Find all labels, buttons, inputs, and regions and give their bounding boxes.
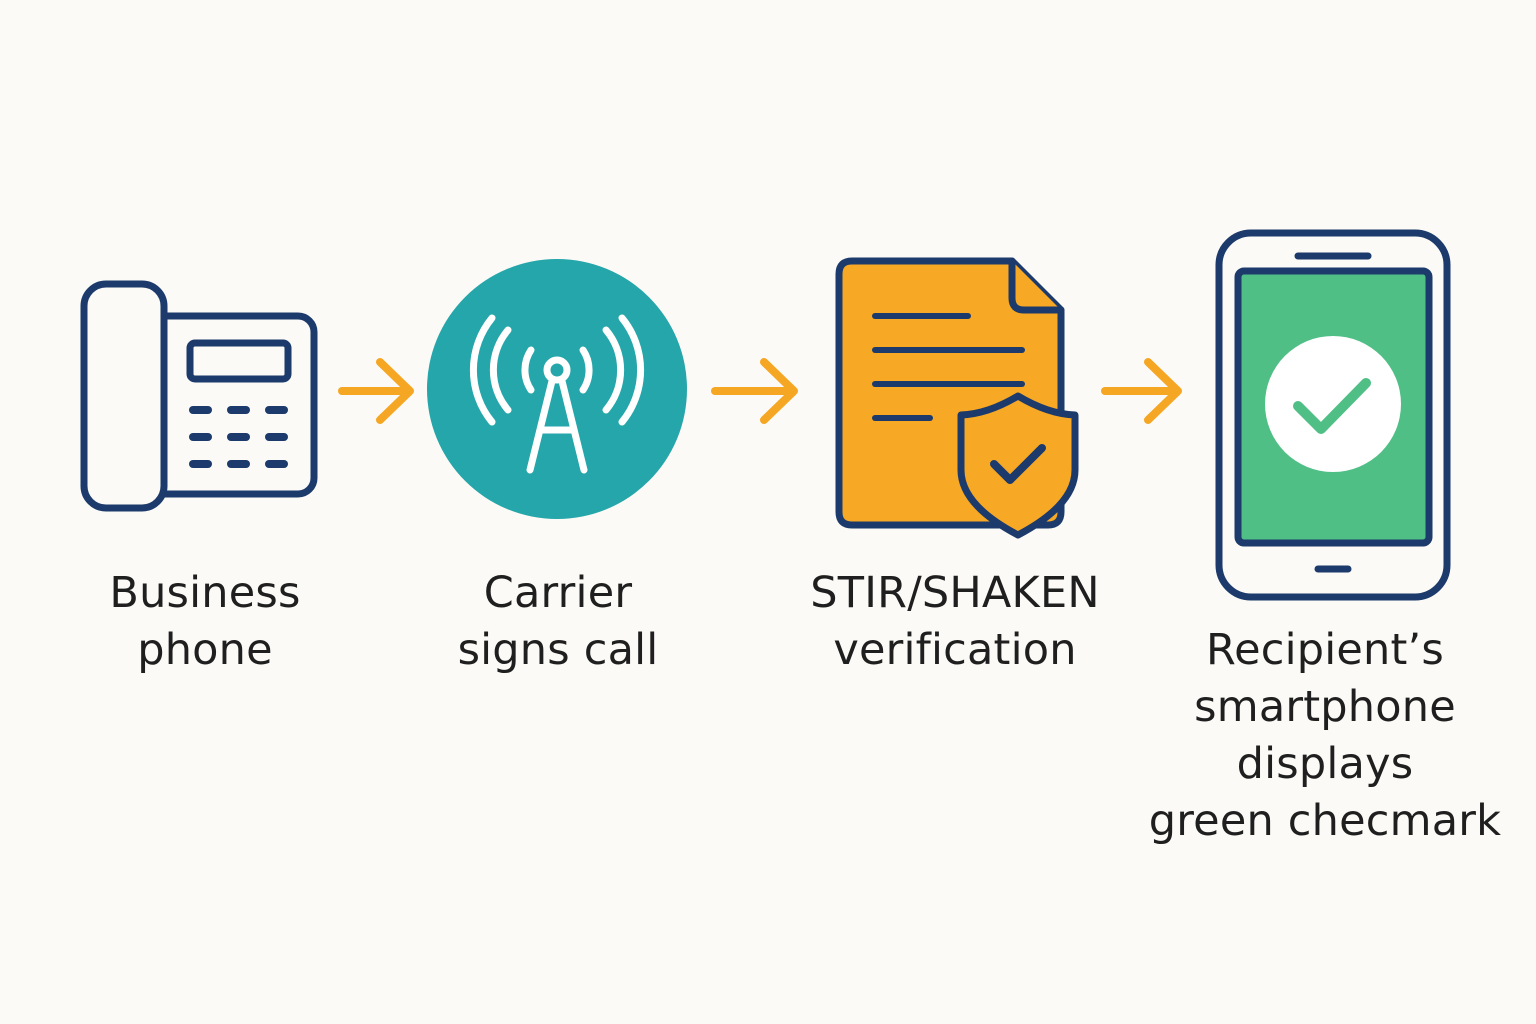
label-line: green checmark <box>1148 796 1502 846</box>
step-label-recipient-smartphone: Recipient’s smartphone displays green ch… <box>1125 622 1525 850</box>
label-line: Recipient’s <box>1205 625 1445 675</box>
label-line: phone <box>137 625 273 675</box>
label-line: smartphone <box>1194 682 1456 732</box>
step-label-carrier-signs-call: Carrier signs call <box>408 565 708 679</box>
smartphone-checkmark-icon <box>1215 229 1451 601</box>
arrow-right-icon <box>711 358 798 424</box>
label-line: signs call <box>457 625 659 675</box>
step-label-business-phone: Business phone <box>55 565 355 679</box>
arrow-right-icon <box>338 358 414 424</box>
label-line: displays <box>1236 739 1414 789</box>
cell-tower-icon <box>427 259 687 519</box>
label-line: verification <box>833 625 1077 675</box>
label-line: STIR/SHAKEN <box>810 568 1100 618</box>
signed-document-shield-icon <box>835 257 1079 539</box>
label-line: Business <box>109 568 301 618</box>
arrow-right-icon <box>1101 358 1182 424</box>
label-line: Carrier <box>483 568 633 618</box>
step-label-stir-shaken-verification: STIR/SHAKEN verification <box>770 565 1140 679</box>
desk-phone-icon <box>80 280 318 512</box>
